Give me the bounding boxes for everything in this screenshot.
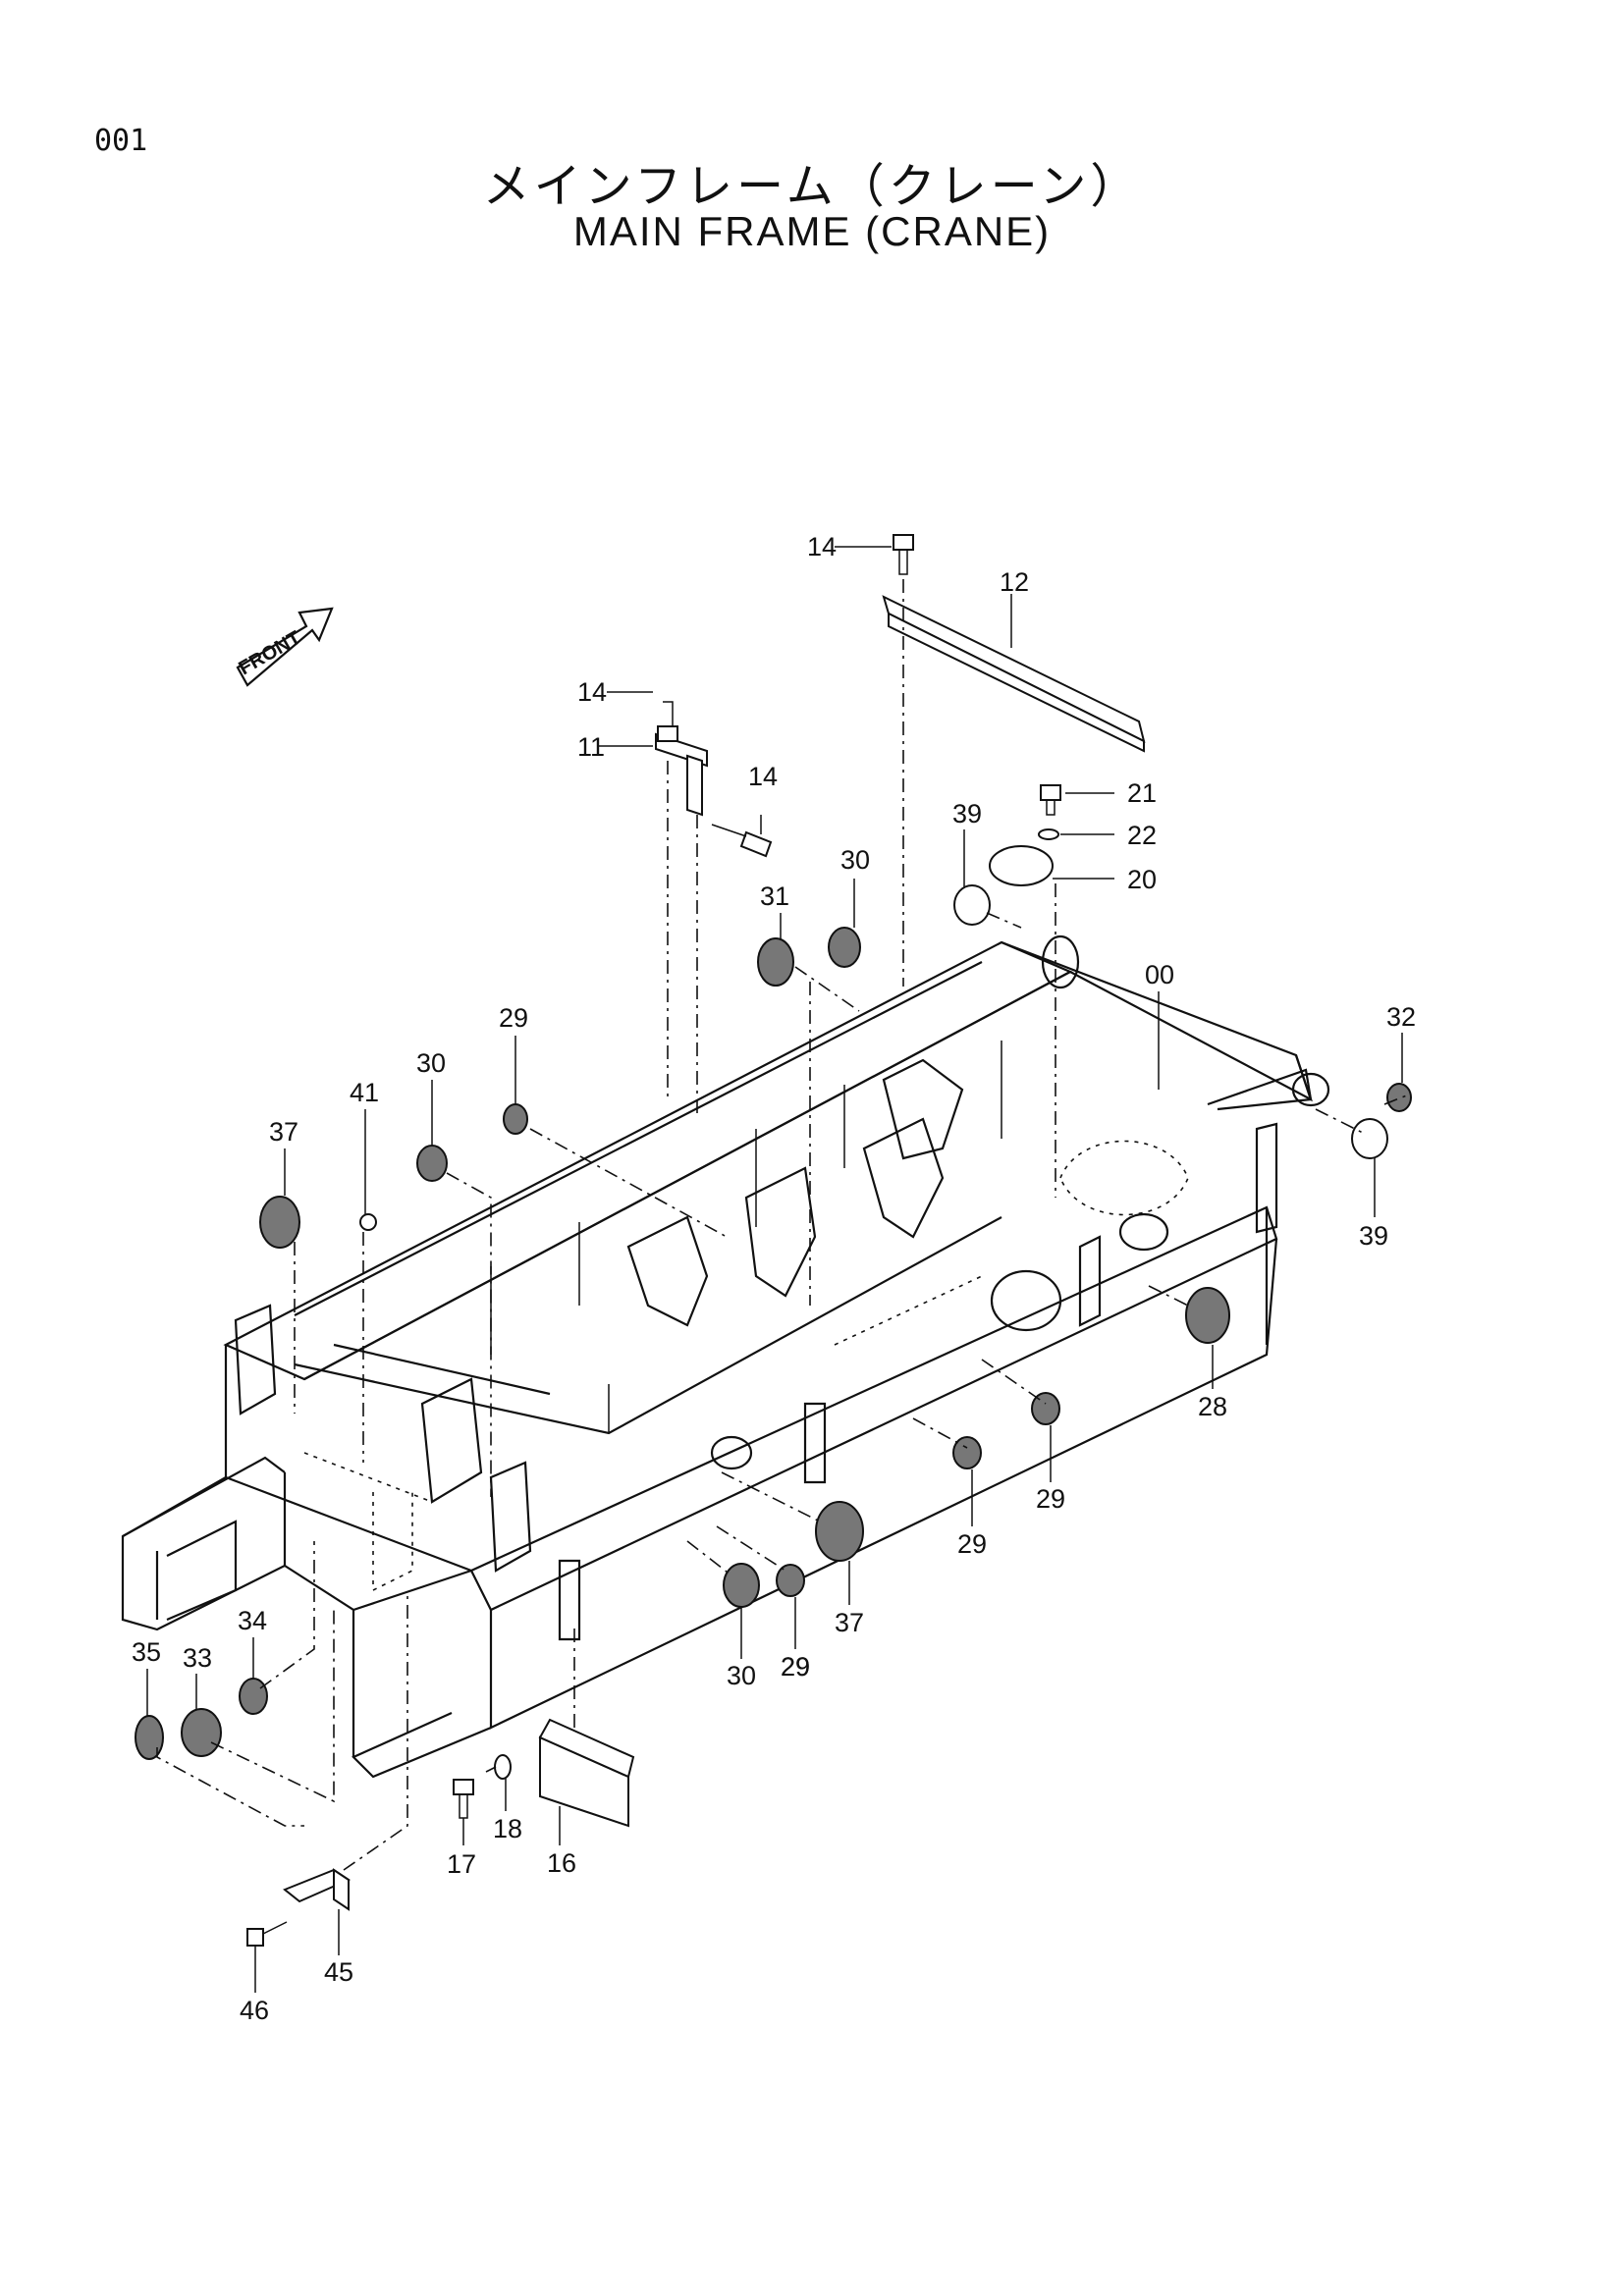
parts xyxy=(135,534,1412,1947)
part-12-plate xyxy=(882,595,1146,743)
callout-18: 18 xyxy=(493,1814,522,1843)
callout-29-right-upper: 29 xyxy=(1036,1484,1065,1514)
callout-21: 21 xyxy=(1127,778,1157,808)
title-english: MAIN FRAME (CRANE) xyxy=(572,208,1052,254)
callout-29-right-lower: 29 xyxy=(957,1529,987,1559)
callout-41: 41 xyxy=(350,1078,379,1107)
callout-14-top: 14 xyxy=(807,532,837,561)
callout-37-left: 37 xyxy=(269,1117,298,1147)
callout-29-bottom: 29 xyxy=(781,1652,810,1682)
callout-16: 16 xyxy=(547,1848,576,1878)
callout-14-mid: 14 xyxy=(577,677,607,707)
callout-17: 17 xyxy=(447,1849,476,1879)
callout-39-top: 39 xyxy=(952,799,982,828)
callout-34: 34 xyxy=(238,1606,267,1635)
assembly-lines xyxy=(156,579,1410,1871)
callout-39-right: 39 xyxy=(1359,1221,1388,1251)
page-number: 001 xyxy=(94,124,148,158)
callout-46: 46 xyxy=(240,1996,269,2025)
callout-30-left: 30 xyxy=(416,1048,446,1078)
front-label: FRONT xyxy=(236,627,305,679)
callout-22: 22 xyxy=(1127,821,1157,850)
title-japanese: メインフレーム（クレーン） xyxy=(482,159,1142,214)
callout-45: 45 xyxy=(324,1957,353,1987)
callout-29-bottom-b: 29 xyxy=(781,1652,810,1682)
front-arrow-icon: FRONT xyxy=(236,607,334,687)
callout-14-side: 14 xyxy=(748,762,778,791)
callout-12: 12 xyxy=(1000,567,1029,597)
callout-35: 35 xyxy=(132,1637,161,1667)
callout-30-bottom: 30 xyxy=(727,1661,756,1690)
callout-11: 11 xyxy=(577,732,605,762)
callout-32: 32 xyxy=(1386,1002,1416,1032)
callout-29-top: 29 xyxy=(499,1003,528,1033)
callout-28: 28 xyxy=(1198,1392,1227,1421)
callout-37-front: 37 xyxy=(835,1608,864,1637)
callout-00: 00 xyxy=(1145,960,1174,989)
leaders xyxy=(146,546,1403,1993)
callout-31: 31 xyxy=(760,881,789,911)
callout-30-top: 30 xyxy=(840,845,870,875)
callouts: 14 12 14 11 14 21 22 20 39 30 31 00 29 3… xyxy=(132,532,1416,2025)
callout-33: 33 xyxy=(183,1643,212,1673)
main-frame-body xyxy=(121,934,1330,1779)
callout-20: 20 xyxy=(1127,865,1157,894)
